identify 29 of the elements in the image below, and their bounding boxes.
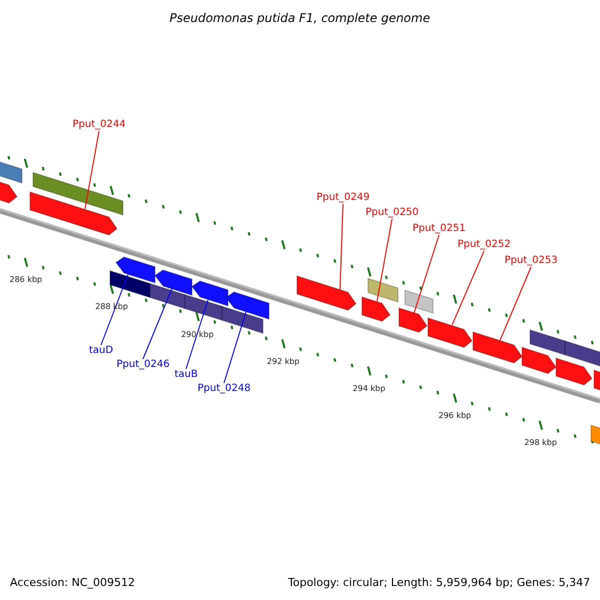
gene-label: Pput_0251 xyxy=(412,223,466,235)
gene-label: Pput_0253 xyxy=(504,255,558,267)
scale-label: 286 kbp xyxy=(10,275,42,286)
gene-label: Pput_0252 xyxy=(458,239,511,251)
gene-label: Pput_0248 xyxy=(198,383,251,395)
footer-text: Topology: circular; Length: 5,959,964 bp; Genes: 5,347 xyxy=(288,576,590,588)
gene-label: tauB xyxy=(174,369,198,381)
title: Pseudomonas putida F1, complete genome xyxy=(170,10,430,26)
scale-label: 290 kbp xyxy=(181,330,214,340)
scale-label: 296 kbp xyxy=(438,411,472,422)
scale-label: 298 kbp xyxy=(524,438,557,448)
gene-label: Pput_0250 xyxy=(366,207,419,219)
leader-line xyxy=(224,311,246,384)
leader-line xyxy=(376,218,392,302)
leader-line xyxy=(84,130,100,210)
leader-line xyxy=(142,288,172,360)
leader-line xyxy=(500,266,532,341)
gene-label: Pput_0246 xyxy=(116,359,170,371)
scale-label: 294 kbp xyxy=(352,384,386,394)
leader-line xyxy=(100,274,128,346)
leader-line xyxy=(414,234,440,314)
leader-line xyxy=(452,250,484,326)
gene-label: Pput_0244 xyxy=(72,119,126,131)
gene-label: tauD xyxy=(89,345,114,357)
footer-text: Accession: NC_009512 xyxy=(10,576,136,588)
leader-line xyxy=(186,299,208,370)
leader-line xyxy=(340,204,344,290)
scale-label: 292 kbp xyxy=(266,356,300,367)
gene-label: Pput_0249 xyxy=(316,192,370,204)
